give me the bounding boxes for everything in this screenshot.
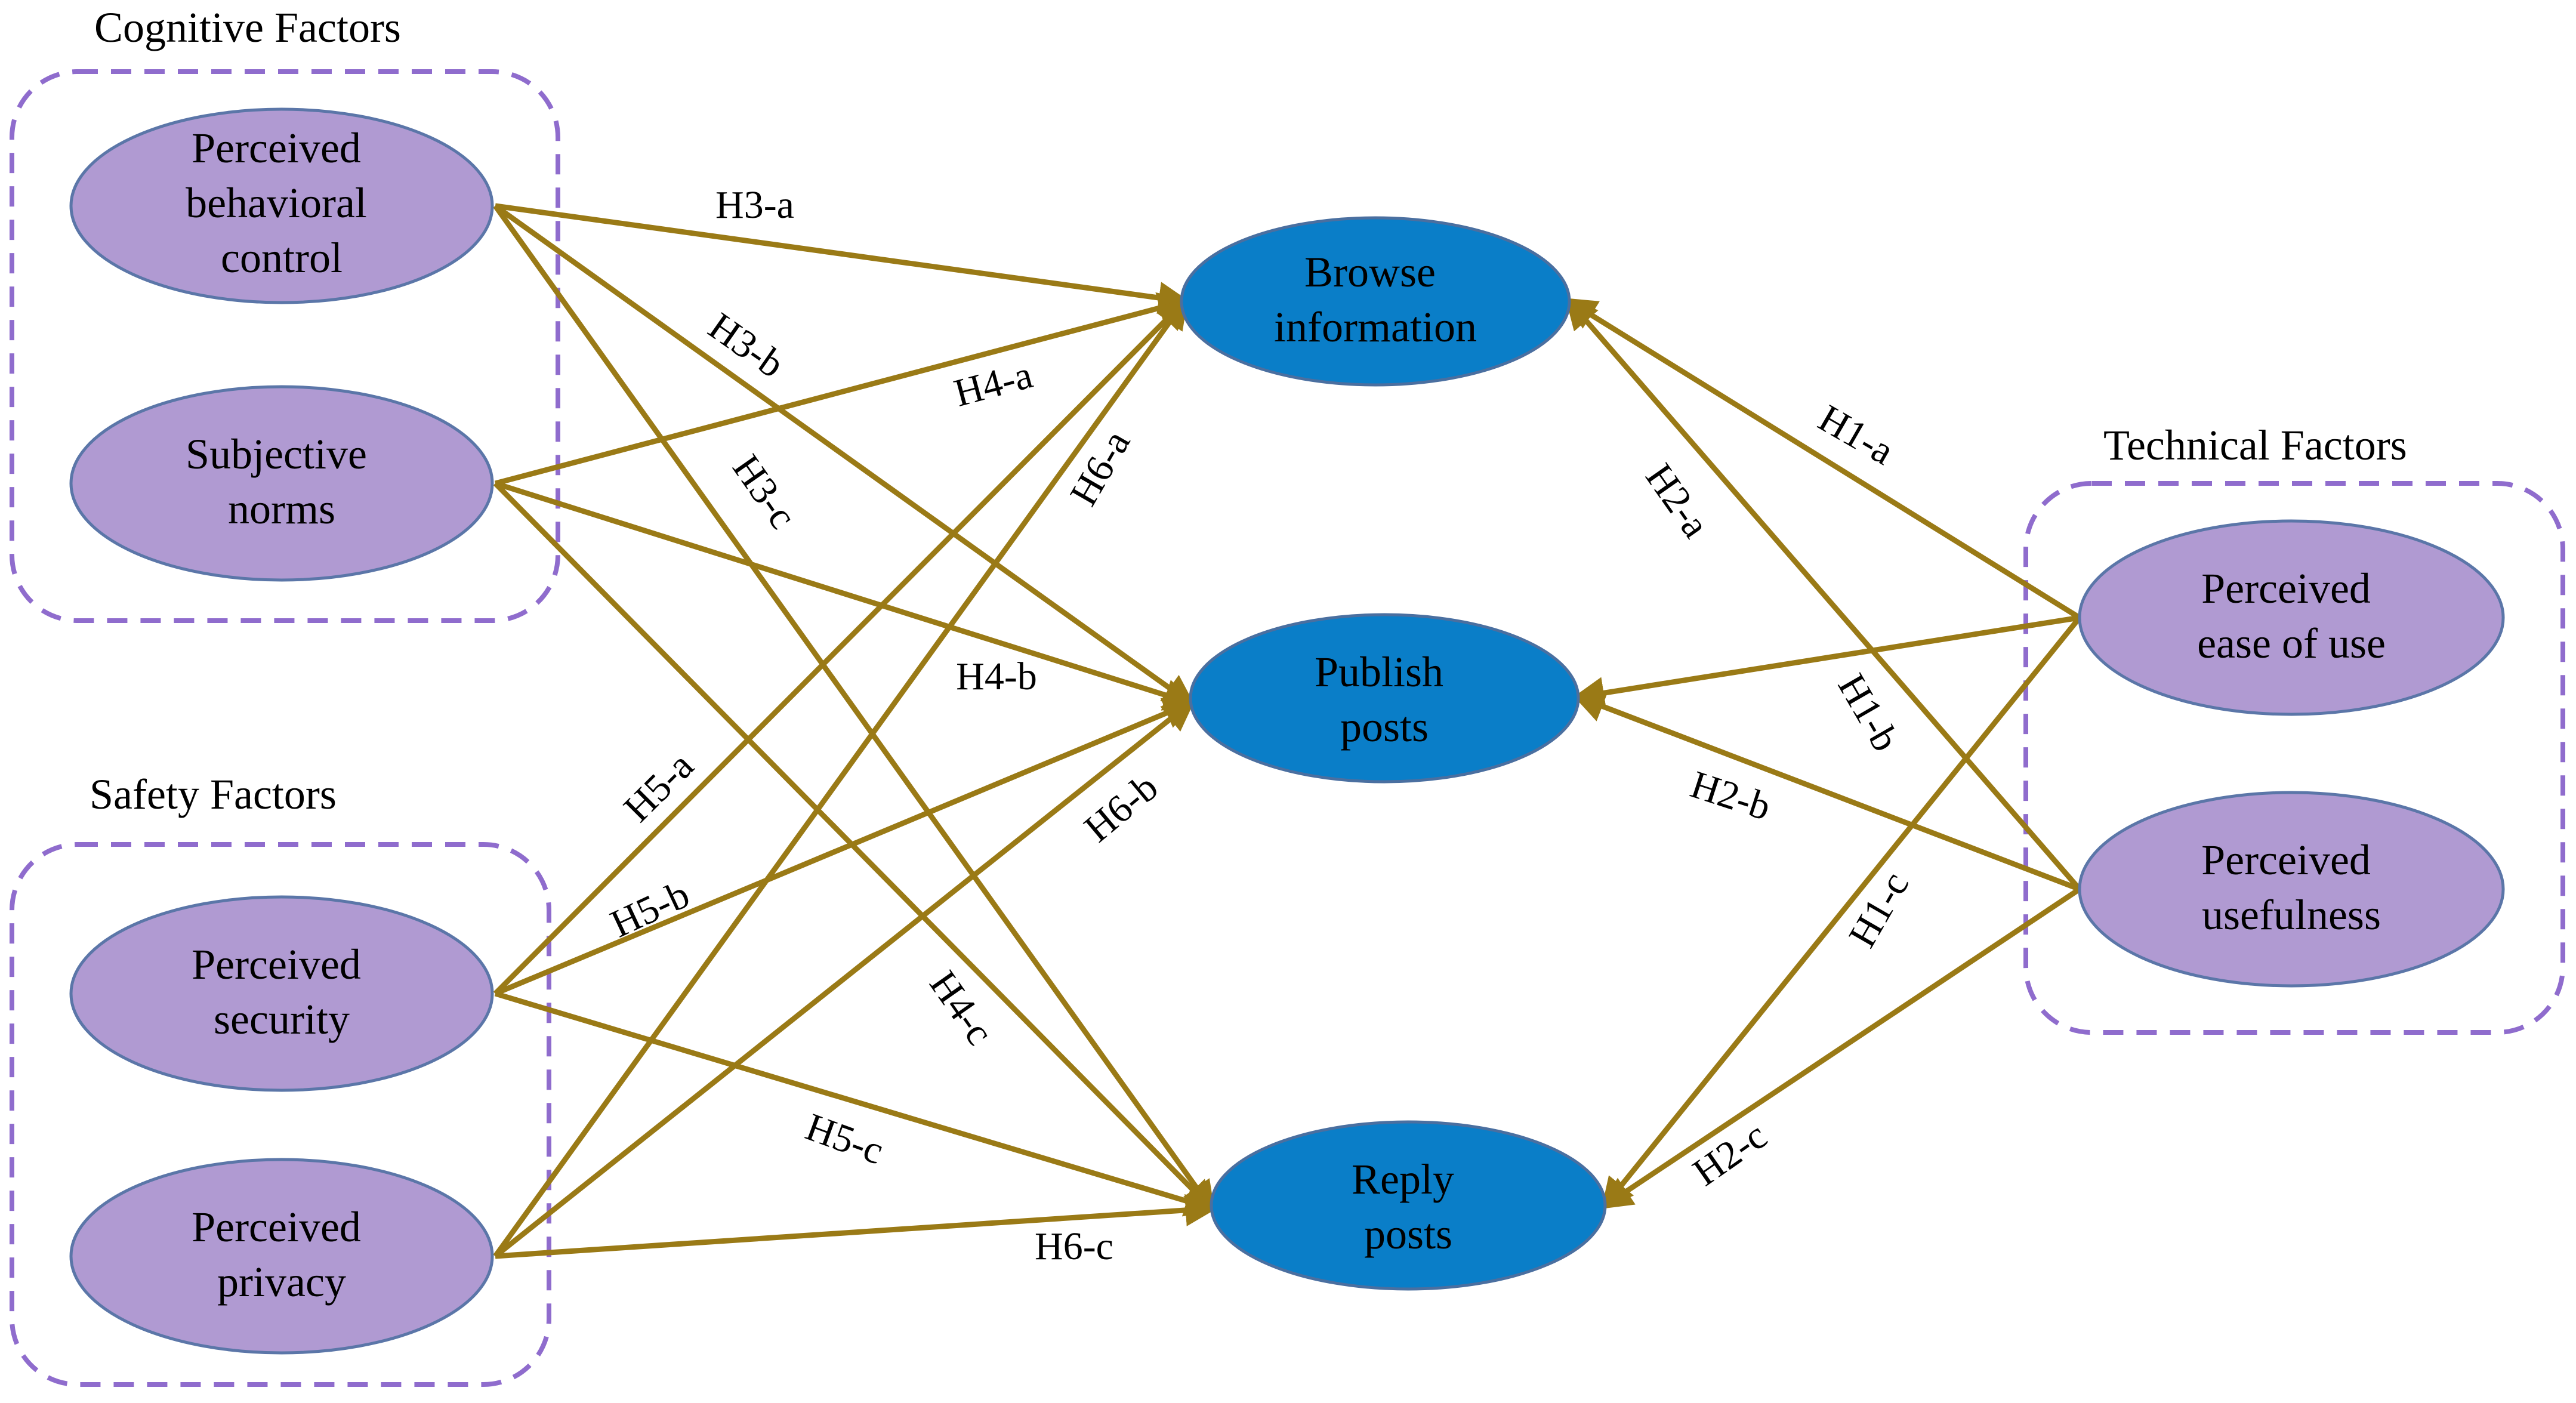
node-bi-shape — [1180, 216, 1571, 387]
cognitive-factors-group — [10, 69, 560, 623]
node-perceived-ease-of-use: Perceived ease of use — [2078, 519, 2505, 716]
node-peou-shape — [2078, 519, 2505, 716]
node-bi-label: Browse information — [1274, 248, 1477, 351]
edge-h3-b — [493, 203, 1196, 707]
node-pbc-shape — [69, 107, 494, 304]
node-rep-line-2: posts — [1364, 1210, 1452, 1258]
edge-h1-a — [1563, 298, 2081, 620]
edge-label-h6-c: H6-c — [1035, 1225, 1113, 1268]
node-perceived-security: Perceived security — [69, 895, 494, 1092]
node-pbc-label: Perceived behavioral control — [186, 124, 378, 282]
edge-h4-a — [494, 292, 1191, 486]
node-perceived-usefulness: Perceived usefulness — [2078, 791, 2505, 988]
cognitive-factors-title: Cognitive Factors — [94, 4, 401, 51]
edge-h2-b — [1572, 691, 2081, 892]
node-pbc-line-1: Perceived — [192, 124, 361, 172]
node-sn-shape — [69, 385, 494, 582]
node-rep-shape — [1210, 1120, 1607, 1291]
edge-label-h1-c: H1-c — [1840, 865, 1917, 955]
edge-label-h5-c: H5-c — [800, 1105, 889, 1173]
node-ps-line-1: Perceived — [192, 941, 361, 988]
node-pu-shape — [2078, 791, 2505, 988]
edge-label-h2-b: H2-b — [1686, 763, 1776, 829]
safety-factors-title: Safety Factors — [90, 770, 337, 818]
edge-label-h2-c: H2-c — [1685, 1114, 1775, 1194]
edge-h6-b — [493, 699, 1196, 1259]
edge-group — [493, 203, 2082, 1259]
technical-factors-title: Technical Factors — [2103, 421, 2407, 469]
node-pub-shape — [1189, 613, 1580, 784]
edge-h3-c — [493, 204, 1215, 1214]
node-sn-line-1: Subjective — [186, 430, 367, 478]
safety-factors-group — [10, 842, 551, 1387]
node-pub-label: Publish posts — [1315, 648, 1454, 751]
edge-h2-c — [1600, 887, 2081, 1209]
node-perceived-privacy: Perceived privacy — [69, 1158, 494, 1355]
edge-label-h4-b: H4-b — [956, 655, 1037, 698]
edge-h6-c — [495, 1194, 1218, 1259]
edge-h5-b — [494, 698, 1196, 997]
node-pub-line-2: posts — [1340, 703, 1429, 751]
node-peou-label: Perceived ease of use — [2197, 565, 2386, 667]
node-rep-label: Reply posts — [1352, 1155, 1465, 1258]
edge-h3-a — [495, 203, 1191, 314]
edge-label-h5-b: H5-b — [604, 872, 696, 946]
edge-label-h3-c: H3-c — [724, 447, 804, 536]
edge-h4-b — [494, 480, 1197, 711]
node-pp-label: Perceived privacy — [192, 1203, 372, 1306]
node-pu-label: Perceived usefulness — [2201, 836, 2381, 939]
node-pp-line-2: privacy — [217, 1258, 346, 1306]
node-pub-line-1: Publish — [1315, 648, 1443, 696]
node-reply-posts: Reply posts — [1210, 1120, 1607, 1291]
node-sn-line-2: norms — [228, 485, 335, 533]
node-pp-shape — [69, 1158, 494, 1355]
node-bi-line-1: Browse — [1304, 248, 1436, 296]
node-publish-posts: Publish posts — [1189, 613, 1580, 784]
node-ps-shape — [69, 895, 494, 1092]
node-pu-line-1: Perceived — [2201, 836, 2371, 884]
edge-h5-c — [494, 991, 1218, 1217]
edge-label-h3-a: H3-a — [715, 183, 794, 227]
node-rep-line-1: Reply — [1352, 1155, 1454, 1203]
node-pbc-line-3: control — [221, 234, 343, 282]
node-sn-label: Subjective norms — [186, 430, 378, 533]
edge-h1-c — [1601, 616, 2082, 1211]
node-pp-line-1: Perceived — [192, 1203, 361, 1251]
edge-h2-a — [1565, 296, 2082, 891]
node-subjective-norms: Subjective norms — [69, 385, 494, 582]
edge-label-h4-c: H4-c — [921, 963, 1001, 1053]
node-pu-line-2: usefulness — [2202, 891, 2381, 939]
node-ps-label: Perceived security — [192, 941, 372, 1043]
edge-label-h6-a: H6-a — [1062, 423, 1139, 513]
edge-label-h2-a: H2-a — [1637, 456, 1717, 545]
edge-h1-b — [1572, 615, 2080, 709]
edge-h6-a — [493, 296, 1189, 1258]
edge-label-h6-b: H6-b — [1076, 765, 1167, 850]
node-ps-line-2: security — [214, 995, 350, 1043]
edge-h5-a — [493, 297, 1189, 996]
edge-label-h3-b: H3-b — [701, 304, 792, 387]
node-bi-line-2: information — [1274, 303, 1477, 351]
node-peou-line-2: ease of use — [2197, 619, 2386, 667]
technical-factors-group — [2023, 481, 2565, 1035]
node-pbc-line-2: behavioral — [186, 179, 367, 227]
node-browse-information: Browse information — [1180, 216, 1571, 387]
edge-label-h5-a: H5-a — [615, 744, 702, 830]
node-peou-line-1: Perceived — [2201, 565, 2371, 612]
node-perceived-behavioral-control: Perceived behavioral control — [69, 107, 494, 304]
